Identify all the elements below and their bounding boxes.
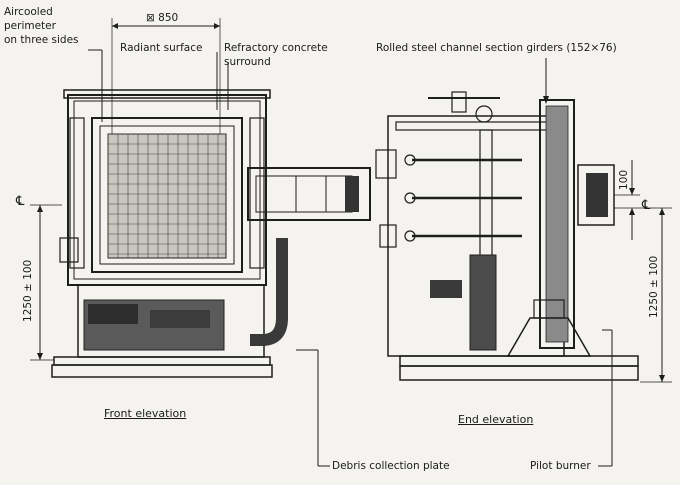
radiant-surface-grid — [107, 133, 227, 259]
aircooled-label-line2: perimeter — [4, 20, 56, 32]
front-elevation-drawing — [30, 18, 371, 467]
aircooled-label-line1: Aircooled — [4, 6, 53, 18]
end-elevation-caption: End elevation — [458, 413, 534, 426]
front-elevation-caption: Front elevation — [104, 407, 187, 420]
right-height-dimension: 1250 ± 100 — [648, 255, 660, 318]
girders-label: Rolled steel channel section girders (15… — [376, 42, 617, 54]
width-dimension-label: ⊠ 850 — [146, 12, 179, 24]
left-height-dimension: 1250 ± 100 — [22, 259, 34, 322]
refractory-label-line2: surround — [224, 56, 271, 68]
pilot-burner-label: Pilot burner — [530, 460, 591, 472]
centerline-right-symbol: ℄ — [642, 198, 651, 213]
aircooled-label-line3: on three sides — [4, 34, 79, 46]
end-elevation-drawing — [375, 58, 672, 467]
radiant-surface-label: Radiant surface — [120, 42, 203, 54]
debris-plate-label: Debris collection plate — [332, 460, 450, 472]
refractory-label-line1: Refractory concrete — [224, 42, 328, 54]
centerline-left-symbol: ℄ — [16, 194, 25, 209]
offset-dimension: 100 — [618, 169, 630, 190]
